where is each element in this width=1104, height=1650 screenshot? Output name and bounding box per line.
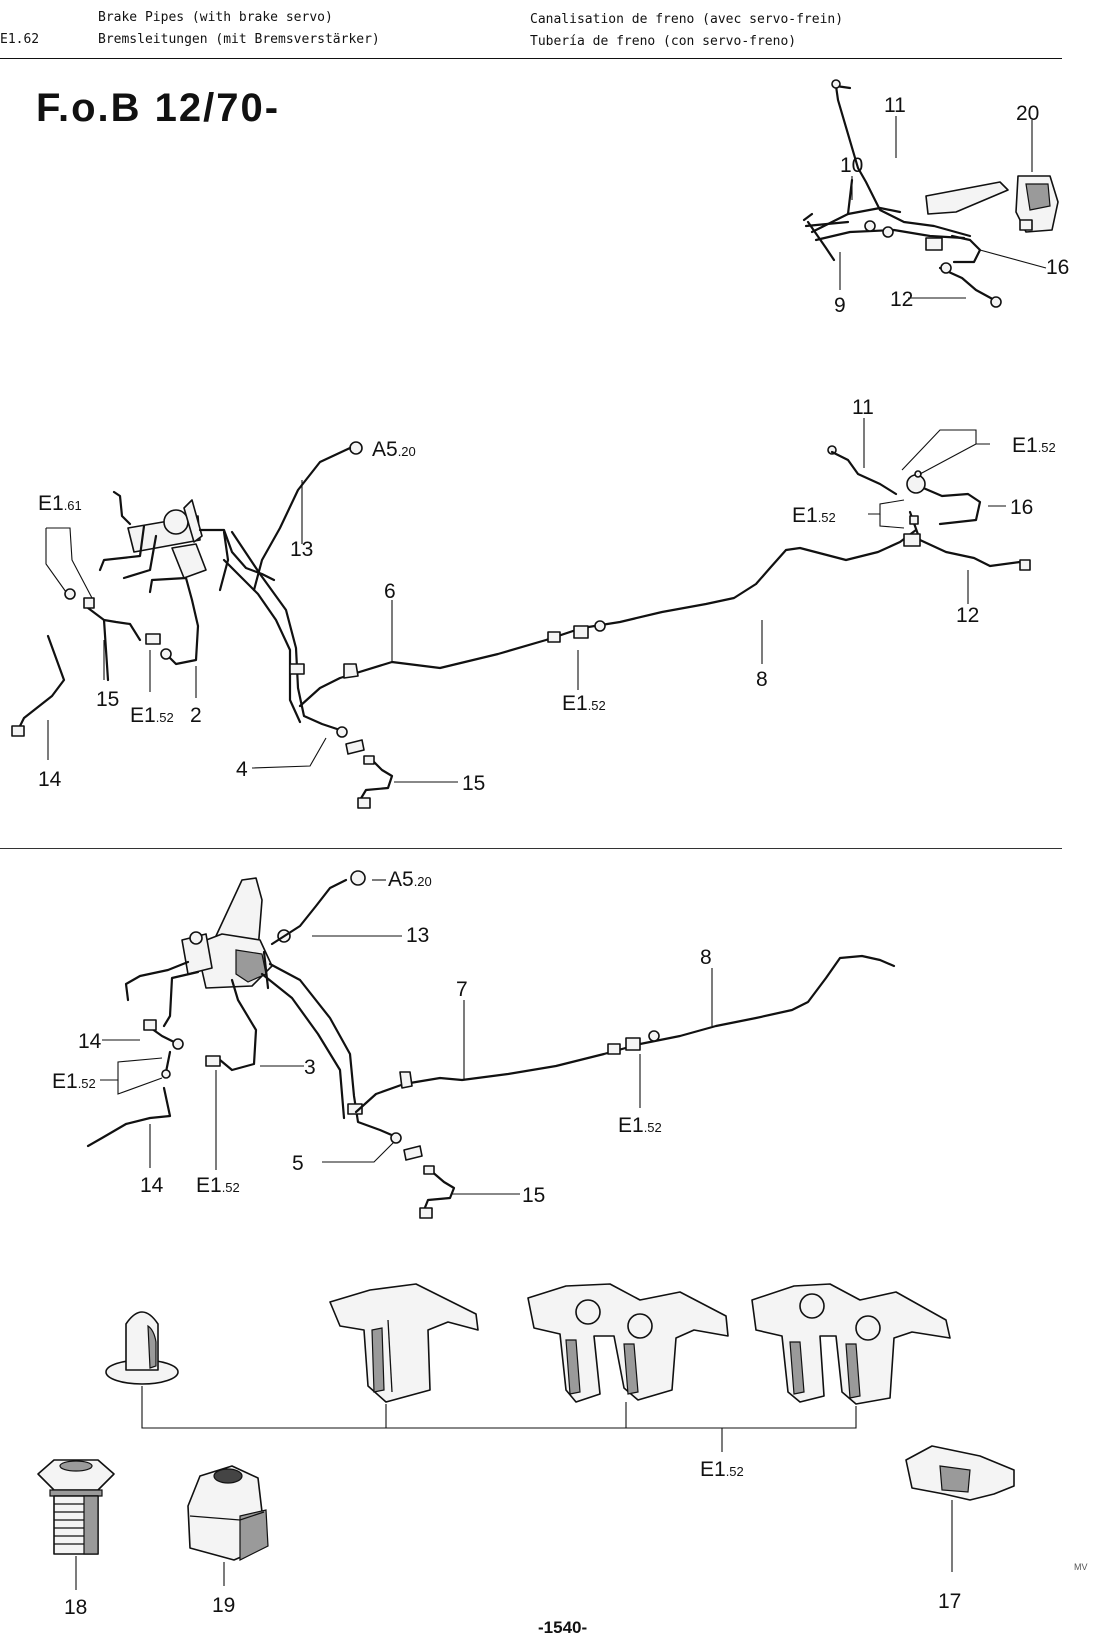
upper-callout-16: 16 bbox=[1010, 496, 1033, 519]
lower-callout-14-top: 14 bbox=[78, 1030, 102, 1053]
upper-callout-e1-52-left: E1.52 bbox=[130, 704, 174, 727]
title-french: Canalisation de freno (avec servo-frein) bbox=[530, 12, 844, 27]
flare-nut-part bbox=[187, 1465, 269, 1561]
pipe-clip-single bbox=[329, 1283, 479, 1403]
lower-callout-15: 15 bbox=[522, 1184, 545, 1207]
parts-callout-e1-52: E1.52 bbox=[700, 1458, 744, 1481]
parts-callout-18: 18 bbox=[64, 1596, 87, 1619]
lower-diagram: A5.20 13 8 7 14 E1.52 3 E1.52 5 15 14 E1… bbox=[52, 868, 896, 1219]
lower-callout-e1-52-left: E1.52 bbox=[52, 1070, 96, 1093]
pipe-clip-double bbox=[527, 1283, 729, 1403]
section-code: E1.62 bbox=[0, 32, 40, 47]
parts-callout-19: 19 bbox=[212, 1594, 235, 1617]
upper-callout-e1-52-top: E1.52 bbox=[1012, 434, 1056, 457]
parts-callout-17: 17 bbox=[938, 1590, 961, 1613]
upper-callout-a5-20: A5.20 bbox=[372, 438, 416, 461]
header-rule bbox=[0, 58, 1062, 59]
page-number: -1540- bbox=[538, 1618, 588, 1637]
lower-callout-14-bottom: 14 bbox=[140, 1174, 164, 1197]
lower-callout-e1-52-bottom: E1.52 bbox=[196, 1174, 240, 1197]
upper-callout-13: 13 bbox=[290, 538, 313, 561]
upper-callout-15-right: 15 bbox=[462, 772, 485, 795]
lower-callout-13: 13 bbox=[406, 924, 429, 947]
title-english: Brake Pipes (with brake servo) bbox=[98, 10, 333, 25]
title-spanish: Tubería de freno (con servo-freno) bbox=[530, 34, 797, 49]
inset-callout-20: 20 bbox=[1016, 102, 1039, 125]
inset-callout-9: 9 bbox=[834, 294, 846, 317]
lower-callout-8: 8 bbox=[700, 946, 712, 969]
inset-diagram: 11 10 20 16 9 12 bbox=[802, 79, 1069, 317]
upper-callout-6: 6 bbox=[384, 580, 396, 603]
upper-diagram: E1.61 A5.20 13 6 11 E1.52 E1.52 16 12 8 … bbox=[11, 396, 1056, 809]
upper-callout-e1-52-center: E1.52 bbox=[562, 692, 606, 715]
upper-callout-4: 4 bbox=[236, 758, 248, 781]
rubber-cap-part bbox=[105, 1311, 179, 1385]
lower-callout-5: 5 bbox=[292, 1152, 304, 1175]
parts-detail: E1.52 18 19 17 bbox=[37, 1283, 1015, 1619]
corner-mark: MV bbox=[1074, 1562, 1088, 1572]
union-fitting-part bbox=[37, 1459, 115, 1555]
inset-callout-16: 16 bbox=[1046, 256, 1069, 279]
inset-callout-11: 11 bbox=[884, 94, 906, 117]
upper-callout-14: 14 bbox=[38, 768, 62, 791]
upper-callout-15-left: 15 bbox=[96, 688, 119, 711]
upper-callout-e1-61: E1.61 bbox=[38, 492, 82, 515]
inset-callout-12: 12 bbox=[890, 288, 913, 311]
upper-callout-e1-52-mid: E1.52 bbox=[792, 504, 836, 527]
upper-callout-11: 11 bbox=[852, 396, 874, 419]
upper-callout-8: 8 bbox=[756, 668, 768, 691]
lower-callout-3: 3 bbox=[304, 1056, 316, 1079]
section-divider bbox=[0, 848, 1062, 849]
upper-callout-2: 2 bbox=[190, 704, 202, 727]
lower-callout-a5-20: A5.20 bbox=[388, 868, 432, 891]
model-range-heading: F.o.B 12/70- bbox=[36, 86, 281, 130]
title-german: Bremsleitungen (mit Bremsverstärker) bbox=[98, 32, 380, 47]
small-clip-part bbox=[905, 1445, 1015, 1501]
lower-callout-e1-52-center: E1.52 bbox=[618, 1114, 662, 1137]
pipe-clip-triple bbox=[751, 1283, 951, 1405]
lower-callout-7: 7 bbox=[456, 978, 468, 1001]
upper-callout-12: 12 bbox=[956, 604, 979, 627]
inset-callout-10: 10 bbox=[840, 154, 863, 177]
